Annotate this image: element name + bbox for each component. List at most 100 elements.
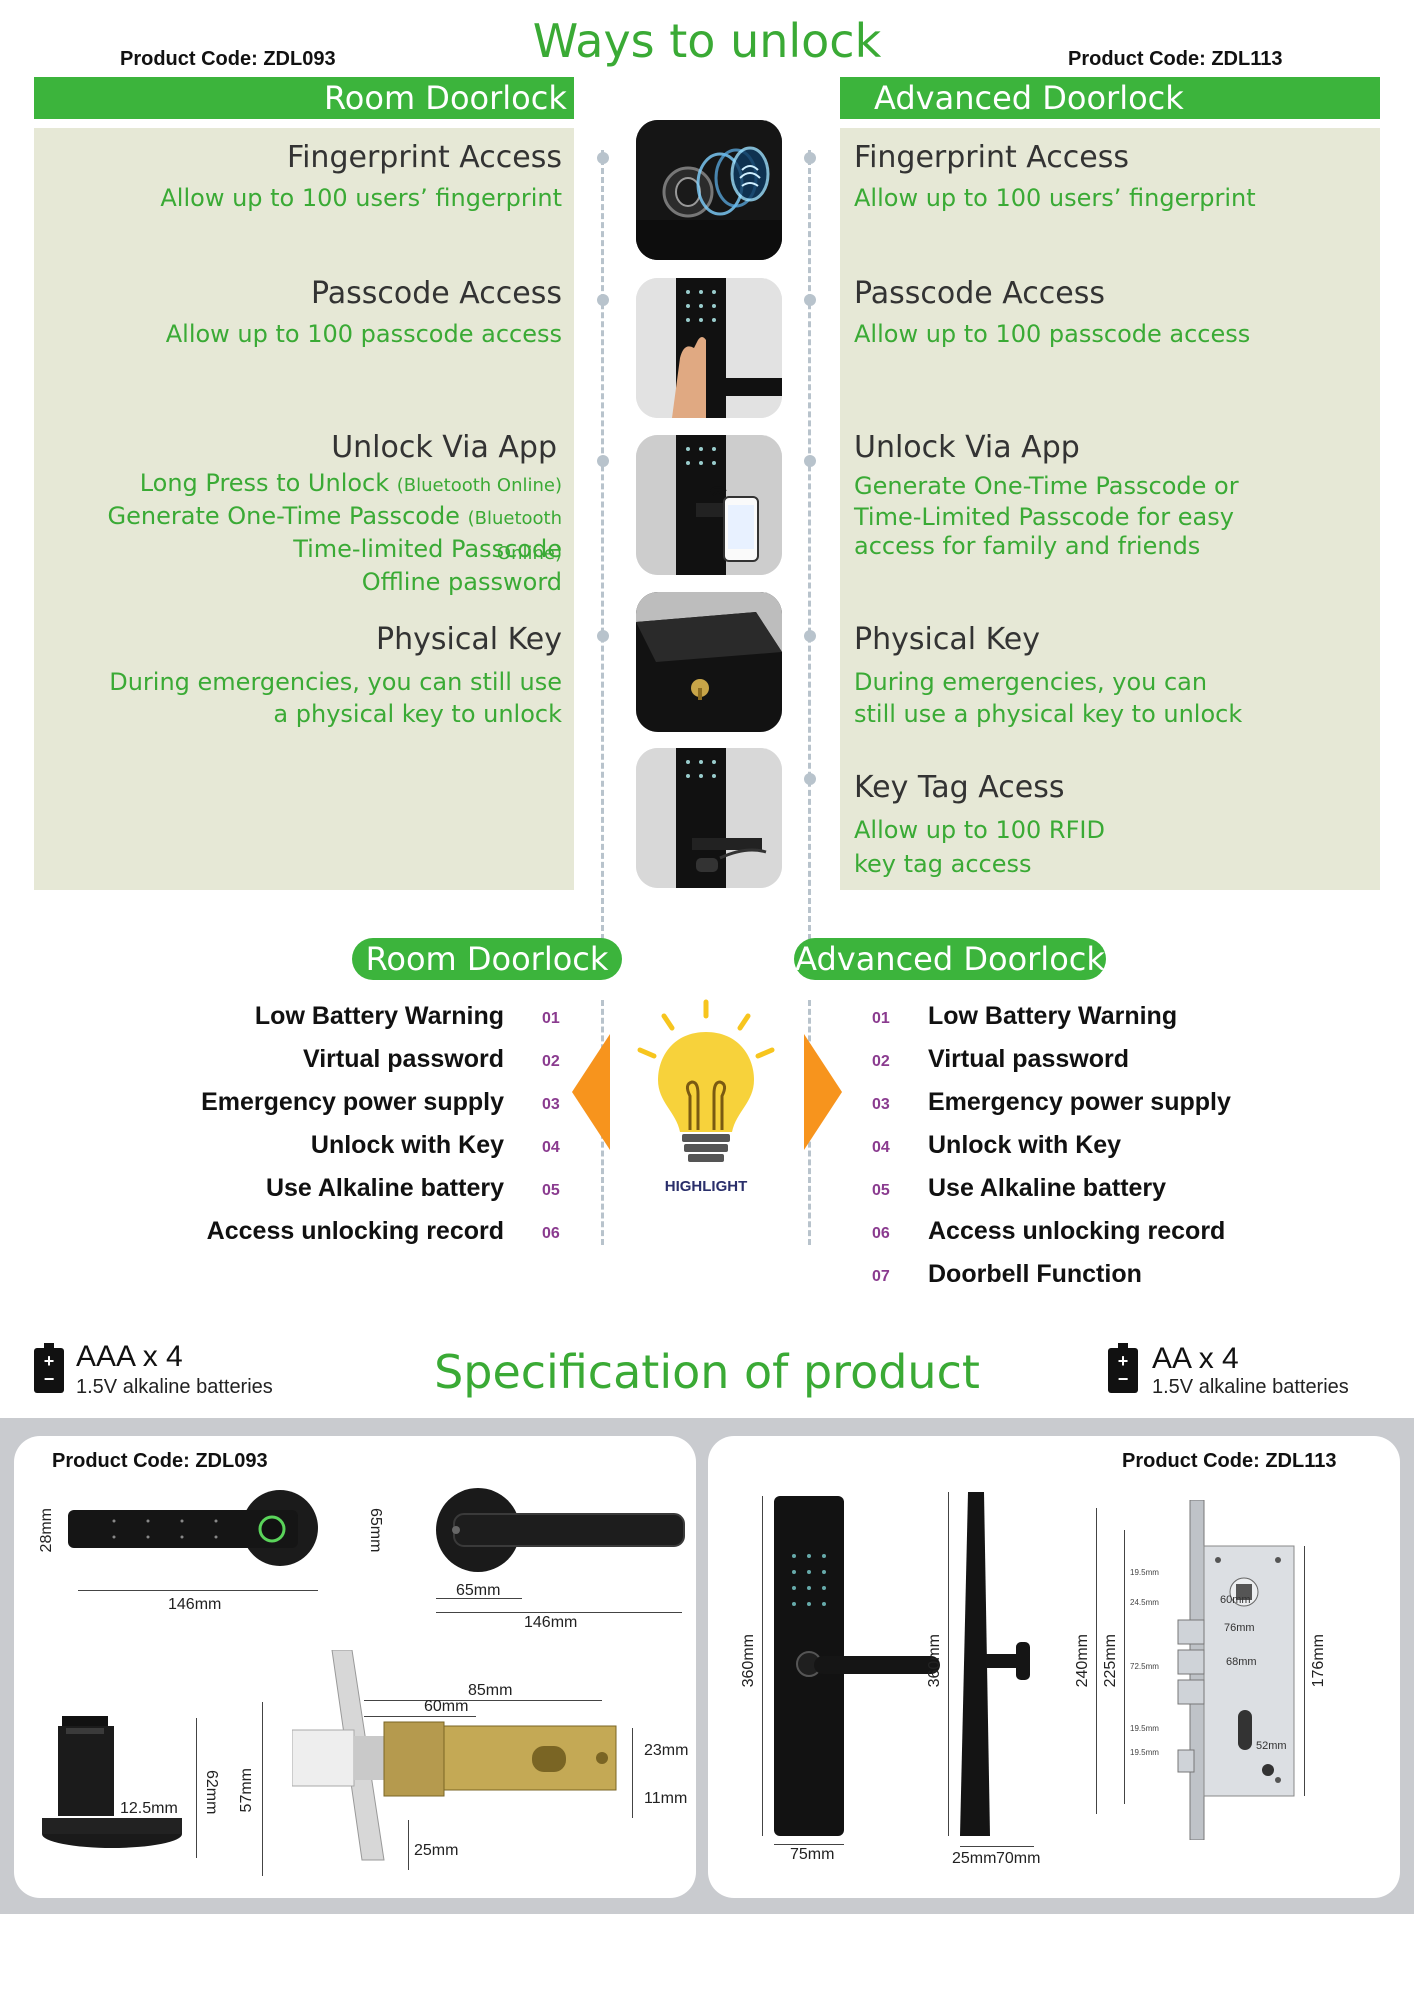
dim-label: 65mm xyxy=(367,1508,384,1553)
adv-app-line-1: Generate One-Time Passcode or xyxy=(854,472,1239,500)
adv-fingerprint-title: Fingerprint Access xyxy=(854,140,1129,175)
adv-keytag-line-2: key tag access xyxy=(854,850,1032,878)
dim-label: 11mm xyxy=(644,1790,688,1807)
room-highlight-item: Virtual password xyxy=(303,1045,504,1073)
advanced-doorlock-pill: Advanced Doorlock xyxy=(794,938,1106,980)
adv-key-line-2: still use a physical key to unlock xyxy=(854,700,1243,728)
adv-highlight-num: 02 xyxy=(872,1053,890,1070)
timeline-dot xyxy=(804,294,816,306)
key-tag-image xyxy=(636,748,782,888)
advanced-doorlock-bar: Advanced Doorlock xyxy=(840,77,1380,119)
dim-label: 60mm xyxy=(1220,1594,1251,1606)
dim-label: 65mm xyxy=(456,1582,501,1599)
adv-keytag-line-1: Allow up to 100 RFID xyxy=(854,816,1105,844)
latch-bolt-image xyxy=(291,1649,632,1875)
fingerprint-image xyxy=(636,120,782,260)
room-highlight-num: 04 xyxy=(542,1139,560,1156)
adv-highlight-num: 03 xyxy=(872,1096,890,1113)
timeline-left xyxy=(601,150,604,940)
dim-line xyxy=(1096,1508,1097,1814)
dim-line xyxy=(436,1612,682,1613)
adv-highlight-item: Doorbell Function xyxy=(928,1260,1142,1288)
room-doorlock-bar: Room Doorlock xyxy=(34,77,574,119)
dim-label: 19.5mm xyxy=(1130,1748,1159,1757)
dim-label: 60mm xyxy=(424,1698,469,1715)
door-panel-front-image xyxy=(774,1496,944,1841)
adv-highlight-item: Use Alkaline battery xyxy=(928,1174,1167,1202)
lever-handle-front-image xyxy=(62,1488,362,1589)
adv-key-line-1: During emergencies, you can xyxy=(854,668,1208,696)
dim-label: 176mm xyxy=(1310,1634,1327,1688)
timeline-dot xyxy=(804,455,816,467)
dim-label: 76mm xyxy=(1224,1622,1255,1634)
room-key-title: Physical Key xyxy=(376,622,562,657)
room-highlight-num: 03 xyxy=(542,1096,560,1113)
timeline-dot xyxy=(597,294,609,306)
timeline-dot xyxy=(804,152,816,164)
adv-highlight-num: 01 xyxy=(872,1010,890,1027)
mortise-lock-image xyxy=(1148,1499,1298,1845)
advanced-features-panel xyxy=(840,128,1380,890)
battery-right-main: AA x 4 xyxy=(1152,1342,1239,1375)
dim-line xyxy=(762,1496,763,1836)
physical-key-image xyxy=(636,592,782,732)
room-highlight-item: Emergency power supply xyxy=(201,1088,504,1116)
room-highlight-num: 01 xyxy=(542,1010,560,1027)
room-fingerprint-desc: Allow up to 100 users’ fingerprint xyxy=(160,184,562,212)
room-features-panel xyxy=(34,128,574,890)
adv-highlight-item: Access unlocking record xyxy=(928,1217,1226,1245)
battery-left-sub: 1.5V alkaline batteries xyxy=(76,1376,273,1398)
room-key-line-1: During emergencies, you can still use xyxy=(109,668,562,696)
spec-title: Specification of product xyxy=(434,1345,980,1399)
room-app-line-1: Long Press to Unlock (Bluetooth Online) xyxy=(139,469,562,497)
battery-left-main: AAA x 4 xyxy=(76,1340,183,1373)
spec-code-left: Product Code: ZDL093 xyxy=(52,1450,268,1472)
room-highlight-num: 02 xyxy=(542,1053,560,1070)
page-title: Ways to unlock xyxy=(532,14,882,68)
room-fingerprint-title: Fingerprint Access xyxy=(287,140,562,175)
timeline-dot xyxy=(597,152,609,164)
dim-label: 28mm xyxy=(38,1508,55,1553)
dim-line xyxy=(948,1492,949,1836)
dim-line xyxy=(436,1598,522,1599)
dim-label: 19.5mm xyxy=(1130,1724,1159,1733)
adv-highlight-num: 04 xyxy=(872,1139,890,1156)
app-unlock-image xyxy=(636,435,782,575)
adv-app-line-3: access for family and friends xyxy=(854,532,1201,560)
dim-line xyxy=(262,1702,263,1876)
dim-line xyxy=(1304,1546,1305,1796)
timeline-dot xyxy=(804,773,816,785)
dim-line xyxy=(1124,1530,1125,1804)
spec-code-right: Product Code: ZDL113 xyxy=(1122,1450,1337,1472)
adv-passcode-title: Passcode Access xyxy=(854,276,1105,311)
adv-app-line-2: Time-Limited Passcode for easy xyxy=(854,503,1234,531)
timeline-dot xyxy=(804,630,816,642)
dim-label: 25mm xyxy=(414,1842,459,1859)
room-highlight-item: Unlock with Key xyxy=(310,1131,504,1159)
dim-label: 240mm xyxy=(1074,1634,1091,1688)
dim-label: 75mm xyxy=(790,1846,835,1863)
room-highlight-item: Use Alkaline battery xyxy=(265,1174,504,1202)
room-passcode-title: Passcode Access xyxy=(311,276,562,311)
passcode-image xyxy=(636,278,782,418)
timeline-dot xyxy=(597,455,609,467)
dim-label: 62mm xyxy=(203,1770,220,1815)
dim-label: 85mm xyxy=(468,1682,513,1699)
dim-line xyxy=(408,1820,409,1870)
timeline-dot xyxy=(597,630,609,642)
dim-label: 225mm xyxy=(1102,1634,1119,1688)
dim-label: 146mm xyxy=(168,1596,222,1613)
adv-app-title: Unlock Via App xyxy=(854,430,1080,465)
dim-label: 360mm xyxy=(926,1634,943,1688)
lightbulb-icon xyxy=(628,998,784,1193)
room-passcode-desc: Allow up to 100 passcode access xyxy=(165,320,562,348)
dim-label: 70mm xyxy=(996,1850,1041,1867)
room-highlight-item: Low Battery Warning xyxy=(254,1002,504,1030)
room-key-line-2: a physical key to unlock xyxy=(273,700,562,728)
room-highlight-item: Access unlocking record xyxy=(206,1217,504,1245)
adv-highlight-item: Emergency power supply xyxy=(928,1088,1231,1116)
dim-label: 68mm xyxy=(1226,1656,1257,1668)
dim-label: 72.5mm xyxy=(1130,1662,1159,1671)
adv-highlight-item: Virtual password xyxy=(928,1045,1129,1073)
adv-passcode-desc: Allow up to 100 passcode access xyxy=(854,320,1251,348)
